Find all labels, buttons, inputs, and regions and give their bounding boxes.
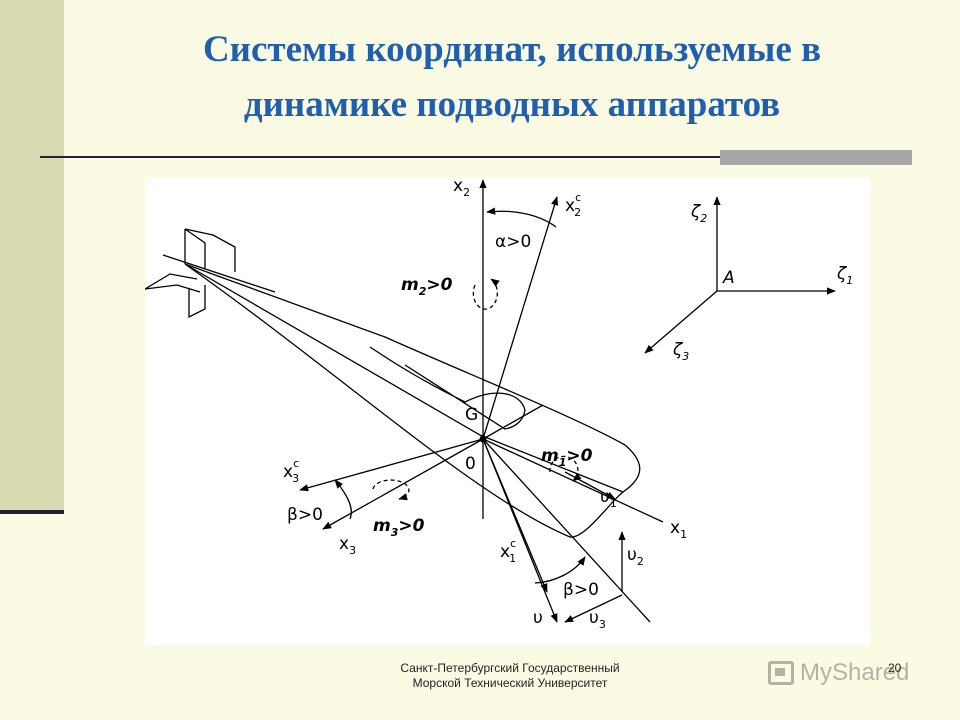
m1-moment-arc [549, 455, 582, 482]
label-alpha: α>0 [495, 232, 531, 252]
title-divider [40, 156, 912, 158]
axis-upper-ray [482, 404, 544, 440]
lower-tail-fin [188, 285, 206, 319]
upper-tail-fin [184, 228, 236, 272]
label-v: υ [533, 608, 543, 628]
label-m3: m3>0 [373, 516, 425, 539]
label-m2: m2>0 [401, 275, 453, 298]
m3-moment-arc [372, 479, 410, 501]
footer-line-1: Санкт-Петербургский Государственный [400, 661, 620, 675]
watermark-text: MyShared [800, 659, 910, 686]
left-decor-rule [0, 510, 64, 514]
label-zeta2: ζ2 [690, 202, 707, 225]
axis-x3c [299, 438, 484, 492]
axis-zeta3 [644, 290, 718, 354]
tail-axis [162, 254, 276, 293]
beta-bottom-arc [534, 556, 586, 584]
label-zeta3: ζ3 [672, 340, 689, 363]
title-divider-accent [720, 150, 912, 165]
presentation-icon [768, 661, 794, 685]
slide-title: Системы координат, используемые в динами… [64, 22, 960, 132]
label-beta-left: β>0 [287, 505, 323, 525]
label-m1: m1>0 [541, 446, 593, 469]
label-origin: 0 [465, 454, 476, 474]
side-tail-fin [145, 273, 201, 293]
alpha-arc [486, 207, 557, 228]
title-line-1: Системы координат, используемые в [202, 29, 822, 70]
label-zeta1: ζ1 [836, 264, 853, 287]
label-x2: x2 [453, 177, 470, 199]
label-v1: υ1 [600, 487, 617, 510]
label-v2: υ2 [627, 545, 644, 568]
footer-university: Санкт-Петербургский Государственный Морс… [340, 661, 680, 691]
page-number: 20 [888, 661, 902, 675]
watermark: MyShared [768, 657, 909, 689]
title-line-2: динамике подводных аппаратов [243, 84, 781, 125]
axis-x3 [322, 438, 484, 530]
label-G: G [465, 405, 478, 425]
center-of-gravity-point [479, 435, 487, 443]
label-beta-bottom: β>0 [563, 580, 599, 600]
vector-v3 [564, 594, 623, 623]
label-x1: x1 [670, 518, 687, 541]
label-A: A [722, 268, 735, 288]
hull-outline [184, 263, 641, 538]
axis-v [482, 438, 558, 623]
label-x3: x3 [339, 534, 356, 557]
beta-left-arc [334, 479, 352, 520]
left-decor-band [0, 0, 64, 513]
label-v3: υ3 [589, 608, 606, 631]
axis-x2c [482, 196, 559, 440]
footer-line-2: Морской Технический Университет [412, 676, 608, 690]
m2-moment-arc [472, 278, 500, 310]
